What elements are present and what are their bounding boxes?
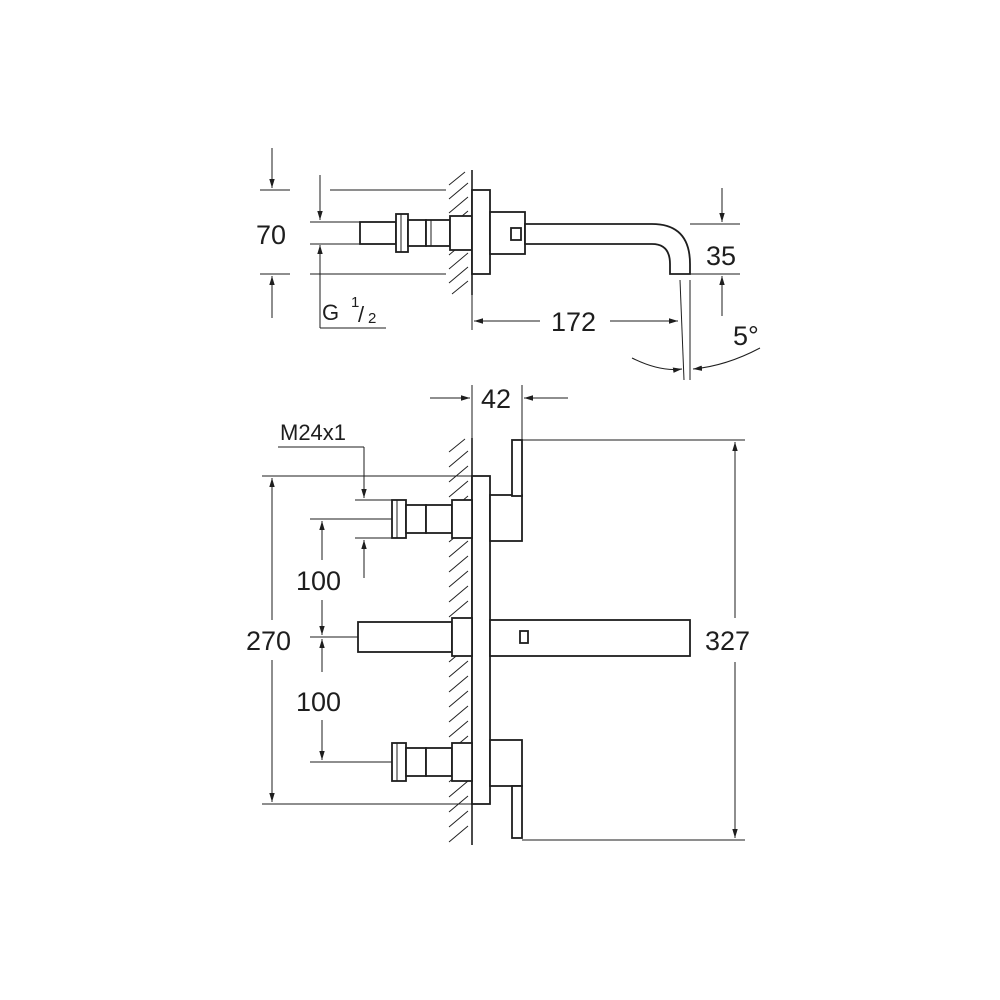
spout-front (357, 617, 691, 657)
dimension-42: 42 (430, 384, 568, 440)
thread-g-label: G (322, 300, 339, 325)
handle-lower (489, 739, 523, 839)
dim-m24-label: M24x1 (280, 420, 346, 445)
dimension-angle-5: 5° (631, 321, 761, 373)
dim-angle-label: 5° (733, 321, 759, 351)
dim-42-label: 42 (481, 384, 511, 414)
thread-fraction-denominator: 2 (368, 310, 376, 327)
wall-plate-side (471, 189, 491, 275)
dim-172-label: 172 (551, 307, 596, 337)
dimension-100-lower: 100 (296, 639, 392, 763)
dim-100-upper-label: 100 (296, 566, 341, 596)
side-view: 70 G 1 / 2 35 (256, 148, 761, 381)
wall-plate-front (471, 475, 491, 805)
thread-fraction-slash: / (358, 302, 365, 327)
front-view: 42 M24x1 270 100 (246, 384, 750, 845)
spout-side (489, 211, 691, 275)
dim-100-lower-label: 100 (296, 687, 341, 717)
dim-270-label: 270 (246, 626, 291, 656)
dimension-270: 270 (246, 475, 472, 805)
dimension-g-half: G 1 / 2 (310, 175, 386, 329)
dim-35-label: 35 (706, 241, 736, 271)
dimension-100-upper: 100 (296, 518, 392, 638)
dim-70-label: 70 (256, 220, 286, 250)
dimension-172: 172 (471, 279, 691, 381)
dimension-327: 327 (522, 439, 750, 841)
dim-327-label: 327 (705, 626, 750, 656)
thread-fraction-numerator: 1 (351, 294, 359, 311)
valve-body-side (359, 213, 473, 253)
dimension-70: 70 (256, 148, 446, 318)
valve-lower (391, 742, 473, 782)
dimension-35: 35 (690, 188, 740, 316)
dimension-m24: M24x1 (278, 420, 392, 578)
valve-upper (391, 499, 473, 539)
handle-upper (489, 439, 523, 542)
